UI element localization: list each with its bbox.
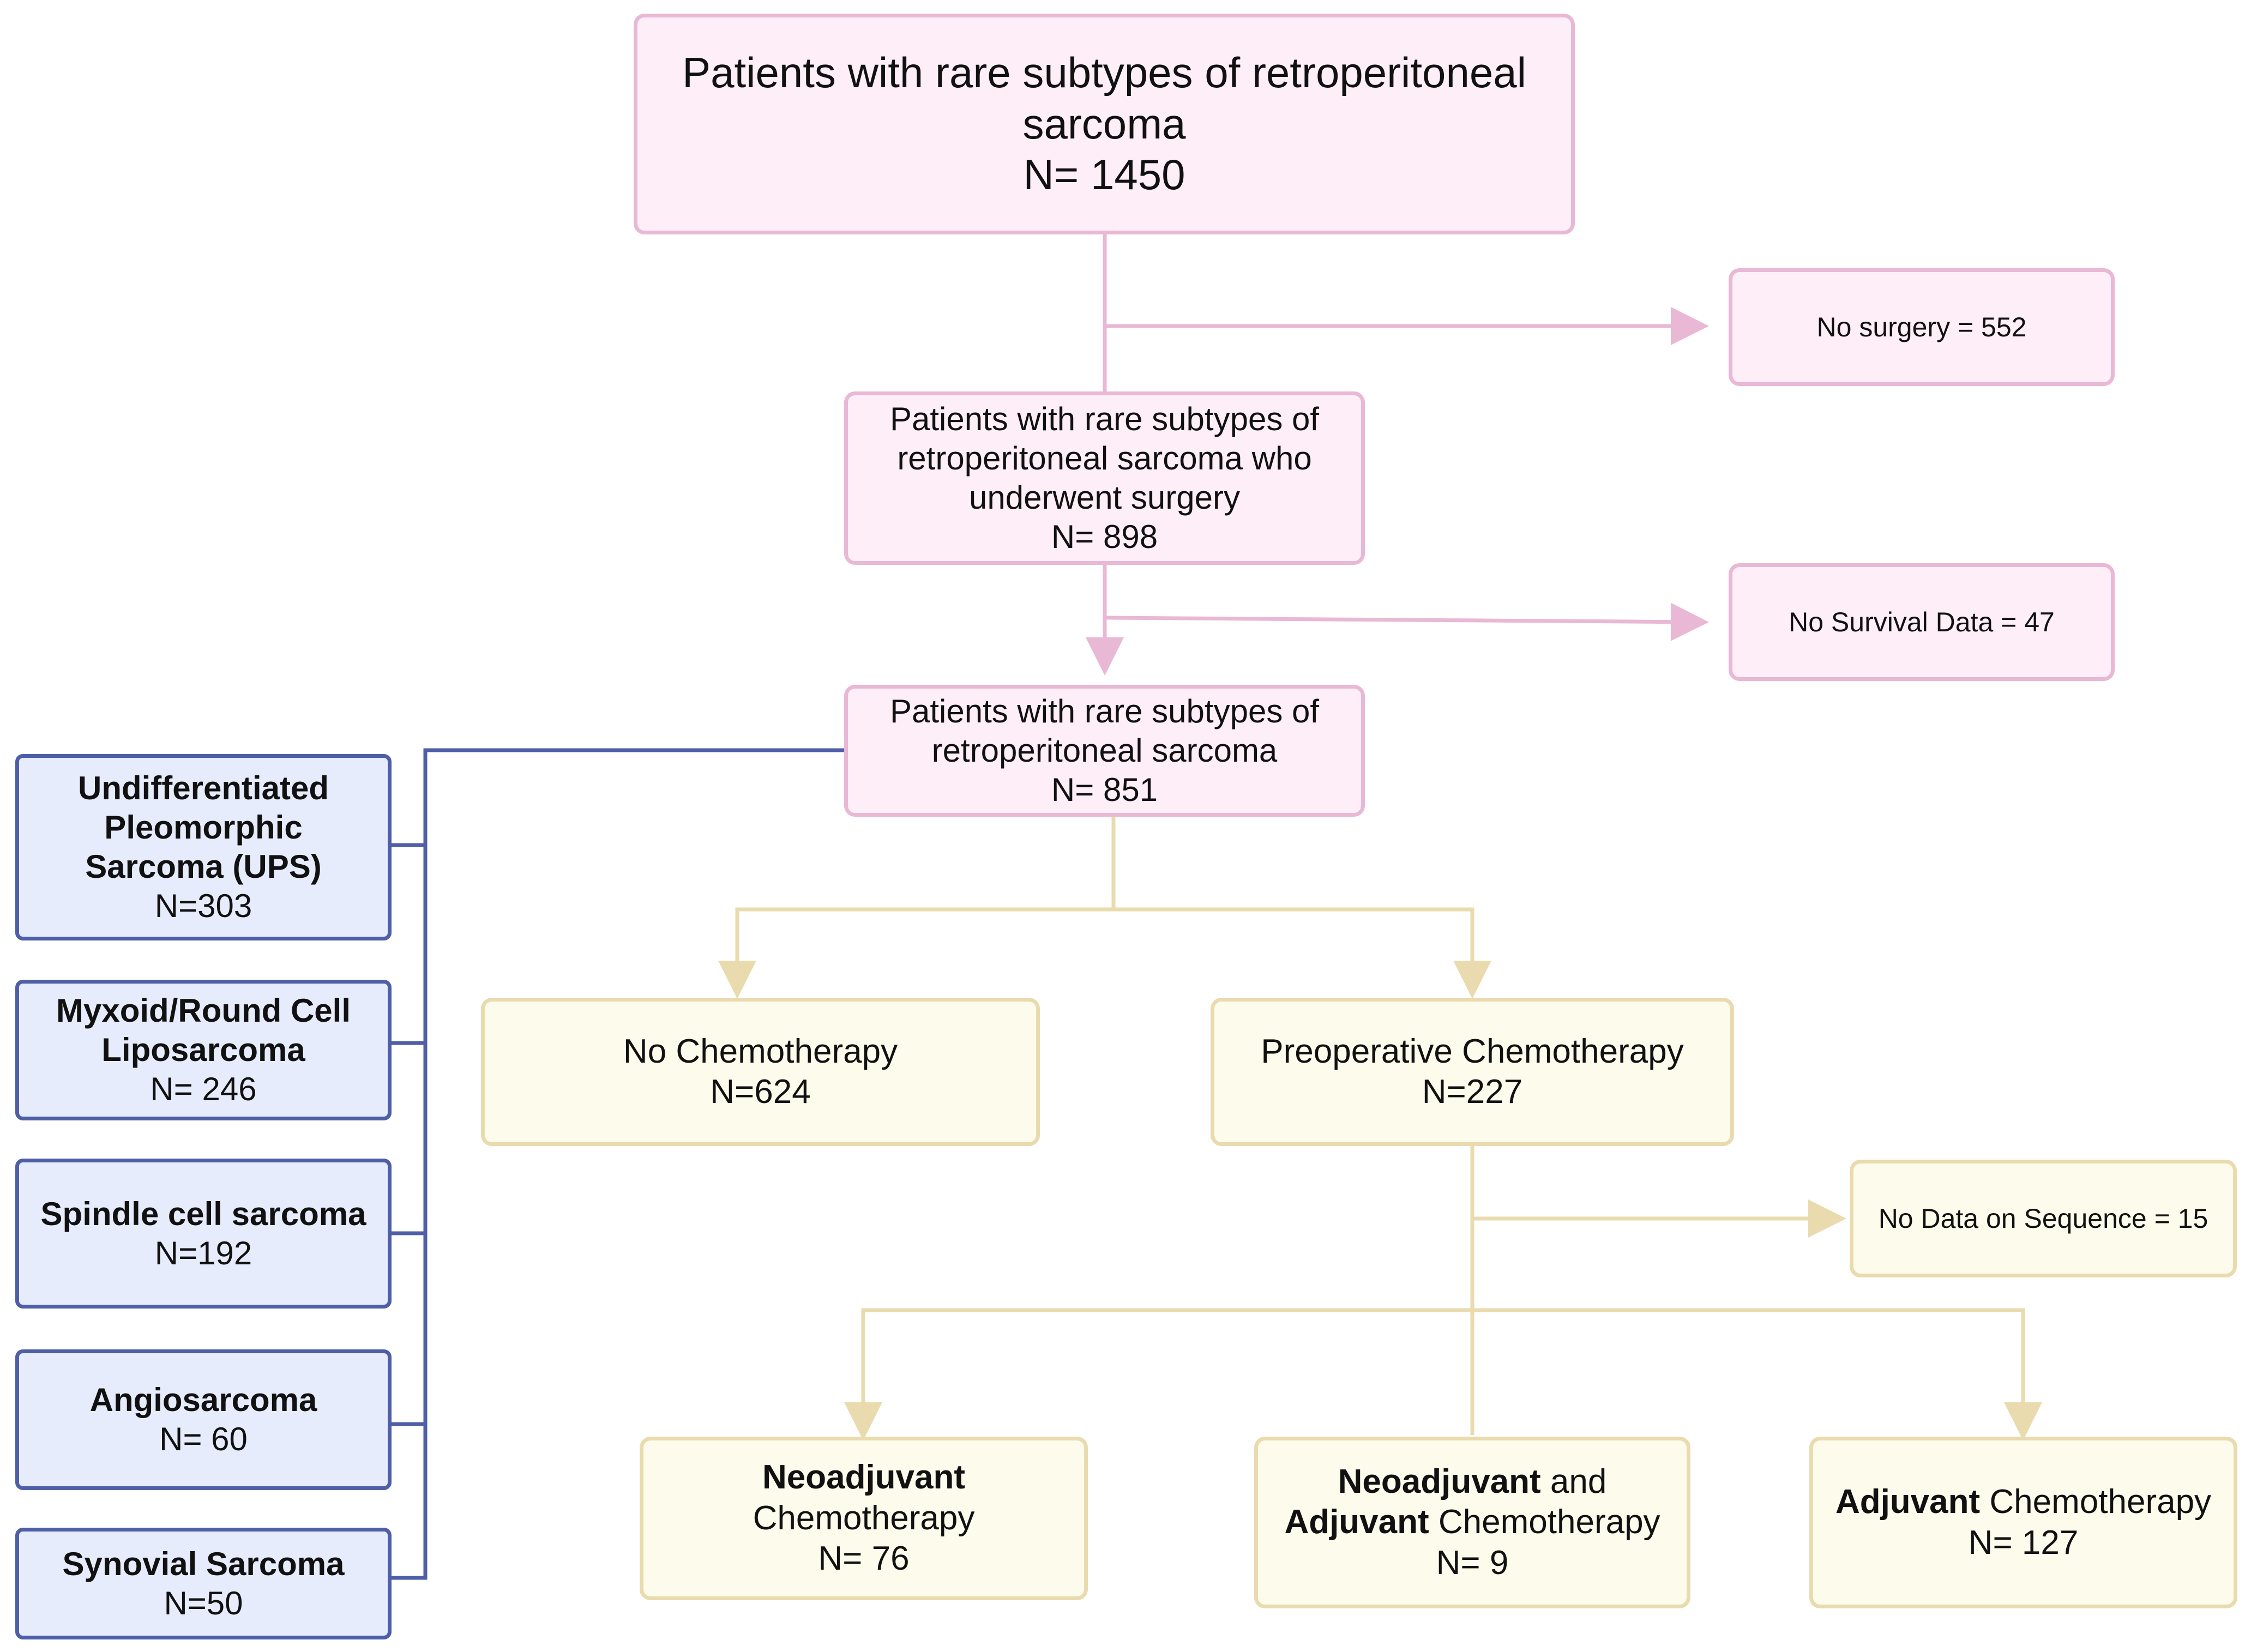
neoadjuvant-label: Neoadjuvant	[762, 1458, 966, 1497]
cohort-line2: retroperitoneal sarcoma	[931, 732, 1278, 769]
neoadjuvant-line2: Chemotherapy	[753, 1499, 975, 1537]
adjuvant-box: Adjuvant Chemotherapy N= 127	[1809, 1437, 2237, 1608]
subtype-ups-line2: Pleomorphic	[104, 809, 303, 846]
arrow-to-no-survival	[1104, 602, 1709, 641]
surgery-line1: Patients with rare subtypes of	[889, 401, 1320, 437]
no-chemo-box: No Chemotherapy N=624	[481, 998, 1040, 1146]
no-surgery-box: No surgery = 552	[1729, 268, 2115, 386]
subtype-spindle-count: N=192	[154, 1234, 252, 1271]
total-patients-box: Patients with rare subtypes of retroperi…	[634, 14, 1575, 234]
cohort-line1: Patients with rare subtypes of	[889, 693, 1320, 729]
neo-and-adjuvant-bold1: Neoadjuvant	[1338, 1462, 1541, 1500]
total-patients-line1: Patients with rare subtypes of retroperi…	[682, 49, 1526, 97]
connector-split-bottom	[861, 1308, 2025, 1428]
neo-and-adjuvant-line2: Adjuvant Chemotherapy	[1284, 1502, 1660, 1542]
yellow-connectors	[718, 817, 2042, 1440]
neo-and-adjuvant-rest2: Chemotherapy	[1429, 1503, 1660, 1541]
surgery-line2: retroperitoneal sarcoma who	[897, 440, 1312, 477]
subtype-ups-line3: Sarcoma (UPS)	[85, 848, 322, 885]
adjuvant-count: N= 127	[1968, 1523, 2079, 1561]
subtype-ups-line1: Undifferentiated	[77, 770, 329, 806]
subtype-synovial-line1: Synovial Sarcoma	[62, 1545, 345, 1582]
surgery-line3: underwent surgery	[969, 479, 1240, 516]
subtype-angio-box: Angiosarcoma N= 60	[15, 1349, 392, 1490]
connector-split-top	[735, 907, 1474, 988]
subtype-synovial-count: N=50	[164, 1584, 243, 1621]
subtype-synovial-box: Synovial Sarcoma N=50	[15, 1528, 392, 1639]
subtype-spindle-box: Spindle cell sarcoma N=192	[15, 1159, 392, 1309]
adjuvant-rest: Chemotherapy	[1980, 1483, 2212, 1521]
surgery-box: Patients with rare subtypes of retroperi…	[844, 391, 1365, 565]
pink-connectors	[1086, 234, 1709, 676]
subtype-ups-box: Undifferentiated Pleomorphic Sarcoma (UP…	[15, 754, 392, 940]
subtype-angio-count: N= 60	[159, 1421, 248, 1457]
no-sequence-label: No Data on Sequence = 15	[1878, 1203, 2208, 1234]
no-sequence-box: No Data on Sequence = 15	[1850, 1160, 2237, 1277]
neo-and-adjuvant-box: Neoadjuvant and Adjuvant Chemotherapy N=…	[1254, 1437, 1690, 1608]
surgery-count: N= 898	[1051, 518, 1158, 555]
total-patients-count: N= 1450	[1023, 150, 1185, 199]
subtype-bracket	[392, 748, 844, 1580]
no-survival-label: No Survival Data = 47	[1789, 607, 2055, 637]
no-survival-box: No Survival Data = 47	[1729, 563, 2115, 681]
subtype-ups-count: N=303	[154, 888, 252, 924]
subtype-spindle-line1: Spindle cell sarcoma	[40, 1195, 366, 1232]
cohort-box: Patients with rare subtypes of retroperi…	[844, 685, 1365, 817]
no-chemo-line1: No Chemotherapy	[623, 1032, 898, 1070]
subtype-myxoid-line2: Liposarcoma	[101, 1032, 305, 1068]
preop-chemo-box: Preoperative Chemotherapy N=227	[1211, 998, 1734, 1146]
neo-and-adjuvant-rest1: and	[1540, 1462, 1607, 1500]
neoadjuvant-count: N= 76	[818, 1540, 910, 1578]
no-chemo-count: N=624	[710, 1073, 811, 1111]
subtype-myxoid-line1: Myxoid/Round Cell	[56, 992, 351, 1029]
neo-and-adjuvant-bold2: Adjuvant	[1284, 1503, 1429, 1541]
neo-and-adjuvant-line1: Neoadjuvant and	[1338, 1462, 1607, 1502]
preop-chemo-line1: Preoperative Chemotherapy	[1261, 1032, 1684, 1070]
adjuvant-bold: Adjuvant	[1835, 1483, 1981, 1521]
total-patients-line2: sarcoma	[1022, 99, 1186, 148]
preop-chemo-count: N=227	[1422, 1073, 1523, 1111]
neo-and-adjuvant-count: N= 9	[1436, 1544, 1509, 1582]
subtype-myxoid-box: Myxoid/Round Cell Liposarcoma N= 246	[15, 980, 392, 1120]
neoadjuvant-box: Neoadjuvant Chemotherapy N= 76	[640, 1437, 1088, 1600]
adjuvant-line1: Adjuvant Chemotherapy	[1835, 1482, 2211, 1522]
no-surgery-label: No surgery = 552	[1816, 312, 2027, 342]
cohort-count: N= 851	[1051, 771, 1158, 808]
subtype-angio-line1: Angiosarcoma	[89, 1382, 317, 1418]
subtype-myxoid-count: N= 246	[150, 1071, 257, 1107]
